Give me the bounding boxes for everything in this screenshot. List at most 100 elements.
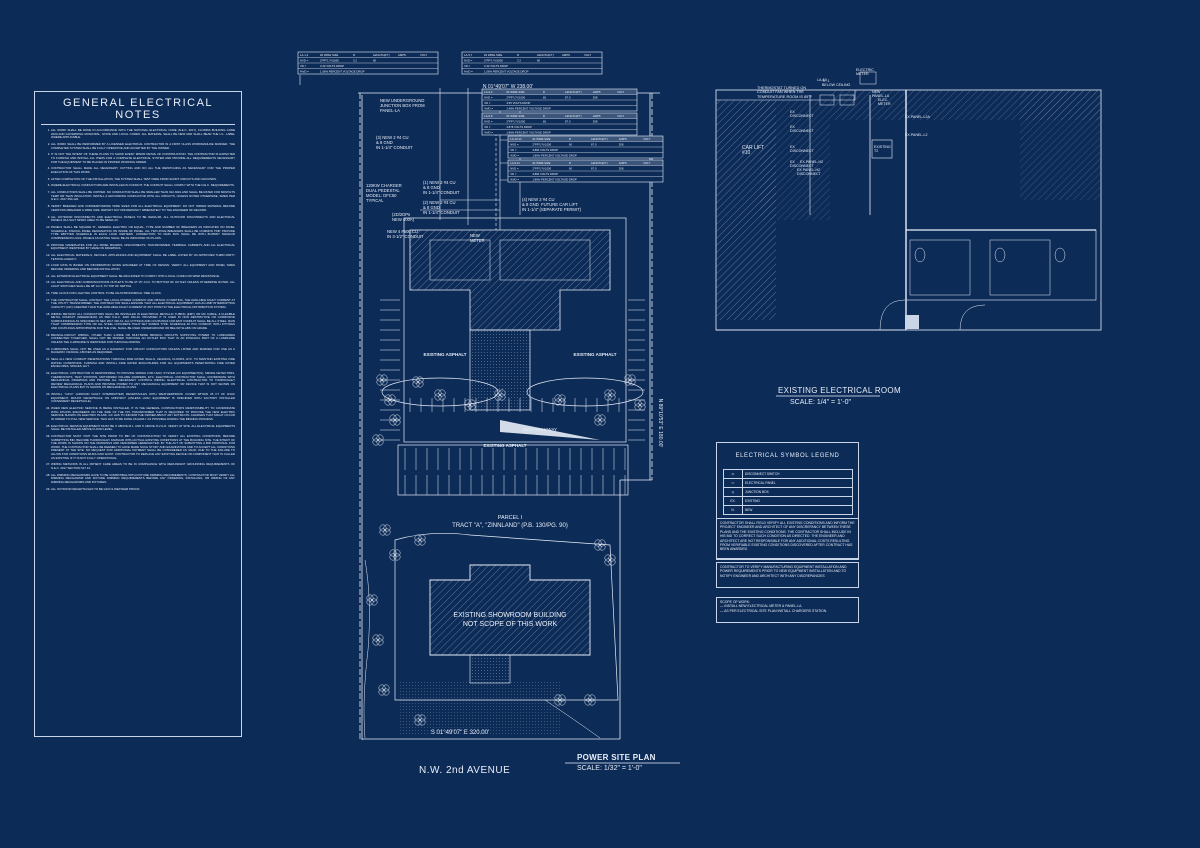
vd-table-header: AMPS <box>398 53 406 57</box>
vd-table-cell: 3.2 <box>353 59 357 63</box>
vd-table-header: R <box>569 161 571 165</box>
vd-table-cell: 3.42 VOLTS DROP <box>320 64 344 68</box>
tree-icon <box>389 549 397 557</box>
vd-table-cell: %VD = <box>464 70 473 74</box>
tree-icon <box>554 394 562 402</box>
general-note-item: PROVIDE NAMEPLATES FOR ALL PANEL BOARDS,… <box>51 243 235 251</box>
vd-table-header: R <box>543 114 545 118</box>
tree-icon <box>588 698 596 706</box>
tree-icon <box>598 414 606 422</box>
legend-label: EXISTING <box>742 496 853 506</box>
legend-row: ◎JUNCTION BOX <box>723 487 853 497</box>
vd-table-cell: 87.0 <box>591 143 597 147</box>
vd-table-cell: 208 <box>619 143 624 147</box>
tree-icon <box>376 438 384 446</box>
room-equipment-label: EX.PANEL-L2 <box>905 133 928 137</box>
manufacturing-note: CONTRACTOR TO VERIFY MANUFACTURING EQUIP… <box>716 562 859 588</box>
vd-table-cell: 87.0 <box>565 120 571 124</box>
tree-icon <box>494 393 502 401</box>
general-note-item: VERIFY BREAKER AND CORRESPONDING WIRE SI… <box>51 204 235 212</box>
general-note-item: ELECTRICAL SERVICE EQUIPMENT MUST BE 3' … <box>51 424 235 432</box>
tree-icon <box>628 374 636 382</box>
bearing-right: N 89°10'53" E 180.00' <box>657 398 663 448</box>
legend-row: ▭ELECTRICAL PANEL <box>723 478 853 488</box>
tree-icon <box>608 554 616 562</box>
tree-icon <box>594 543 602 551</box>
vd-table-header: LENGTH(FT) <box>591 137 608 141</box>
electrical-room-plan <box>715 71 1102 397</box>
tree-icon <box>634 399 642 407</box>
tree-icon <box>608 389 616 397</box>
tree-icon <box>584 694 592 702</box>
general-note-item: ALL EXTERIOR ELECTRICAL EQUIPMENT SHALL … <box>51 274 235 279</box>
tree-icon <box>628 378 636 386</box>
vd-table-header: LENGTH(FT) <box>591 161 608 165</box>
vd-table-header: #4 WIRE SIZE <box>506 90 524 94</box>
legend-table: ⊡DISCONNECT SWITCH▭ELECTRICAL PANEL◎JUNC… <box>723 469 853 515</box>
general-note-item: INSTALL "GFCI" (GROUND FAULT INTERRUPTER… <box>51 392 235 404</box>
tree-icon <box>608 558 616 566</box>
room-equipment-label: TF-1 BELOW CEILING <box>822 79 851 88</box>
tree-icon <box>379 524 387 532</box>
tree-icon <box>416 376 424 384</box>
vd-table-header: VOLT <box>584 53 591 57</box>
conduit-note-3: (3) NEW 2 #4 CU & 8 GND IN 1-1/4" CONDUI… <box>376 135 413 150</box>
room-equipment-label: EX DISCONNECT <box>790 160 814 169</box>
tree-icon <box>434 389 442 397</box>
meter-note: NEW METER <box>470 233 485 243</box>
room-equipment-label: EX DISCONNECT <box>790 145 814 154</box>
vd-table-cell: 60 <box>543 96 547 100</box>
legend-symbol: ▭ <box>723 478 743 488</box>
room-equipment-label: NEW PANEL-LA <box>872 90 890 99</box>
general-note-item: ALL WORK SHALL BE DONE IN ACCORDANCE WIT… <box>51 128 235 140</box>
walkway-label: NEW WALKWAY <box>522 427 558 432</box>
vd-table-cell: %VD = <box>510 178 519 182</box>
junction-box-note: NEW UNDERGROUND JUNCTION BOX FROM PANEL-… <box>380 98 425 113</box>
tree-icon <box>498 393 506 401</box>
tree-icon <box>624 374 632 382</box>
legend-label: JUNCTION BOX <box>742 487 853 497</box>
general-note-item: ALL OUTDOOR DISCONNECTS AND ELECTRICAL P… <box>51 215 235 223</box>
tree-icon <box>584 698 592 706</box>
legend-symbol: ⊡ <box>723 469 743 479</box>
vd-table-header: #4 WIRE SIZE <box>506 114 524 118</box>
vd-table-cell: VD = <box>510 172 517 176</box>
general-note-item: WIRING METHODS IN ALL PATIENT CARE AREAS… <box>51 463 235 470</box>
conduit-note-2: (2) NEW 2 #4 CU & 8 GND IN 1-1/4" CONDUI… <box>423 200 460 215</box>
tree-icon <box>624 378 632 386</box>
vd-table-cell: 60 <box>543 120 547 124</box>
vd-table-cell: 2*PF*L*V/1000 <box>532 167 551 171</box>
site-plan-scale: SCALE: 1/32" = 1'-0" <box>577 765 642 772</box>
room-plan-title: EXISTING ELECTRICAL ROOM <box>778 386 901 395</box>
tree-icon <box>588 694 596 702</box>
vd-table-header: LENGTH(FT) <box>565 114 582 118</box>
vd-table-cell: VD = <box>484 125 491 129</box>
legend-symbol: N. <box>723 505 743 515</box>
vd-table-cell: 60 <box>373 59 377 63</box>
vd-table-cell: %VD = <box>484 131 493 135</box>
room-equipment-label: ELEC. METER <box>878 98 891 107</box>
vd-table-cell: 3.42 VOLTS DROP <box>484 64 508 68</box>
vd-table-header: VOLT <box>617 114 624 118</box>
showroom-label-2: NOT SCOPE OF THIS WORK <box>462 621 558 628</box>
tree-icon <box>380 374 388 382</box>
room-equipment-label: EX.PANEL-L2A <box>905 115 930 119</box>
tree-icon <box>594 414 602 422</box>
tree-clusters <box>366 374 646 726</box>
room-plan-scale: SCALE: 1/4" = 1'-0" <box>790 399 851 406</box>
general-note-item: IT IS NOT THE INTENT OF THESE PLANS TO S… <box>51 153 235 164</box>
vd-table-header: #4 WIRE SIZE <box>320 53 338 57</box>
vd-table-header: AMPS <box>619 161 627 165</box>
tree-icon <box>604 558 612 566</box>
legend-title: ELECTRICAL SYMBOL LEGEND <box>735 453 840 459</box>
tract-label: TRACT "A", "ZINNLAND" (P.B. 130/PG. 90) <box>452 523 568 529</box>
legend-label: ELECTRICAL PANEL <box>742 478 853 488</box>
general-note-item: ALL DIMMING MECHANISMS HAVE TO BE COMPAT… <box>51 473 235 485</box>
general-note-item: THE CONTRACTOR SHALL CONTACT THE LOCAL P… <box>51 298 235 310</box>
main-building <box>409 229 611 411</box>
vd-table-header: R <box>569 137 571 141</box>
bearing-bottom: S 01°49'07" E 320.00' <box>430 730 490 736</box>
tree-icon <box>393 549 401 557</box>
